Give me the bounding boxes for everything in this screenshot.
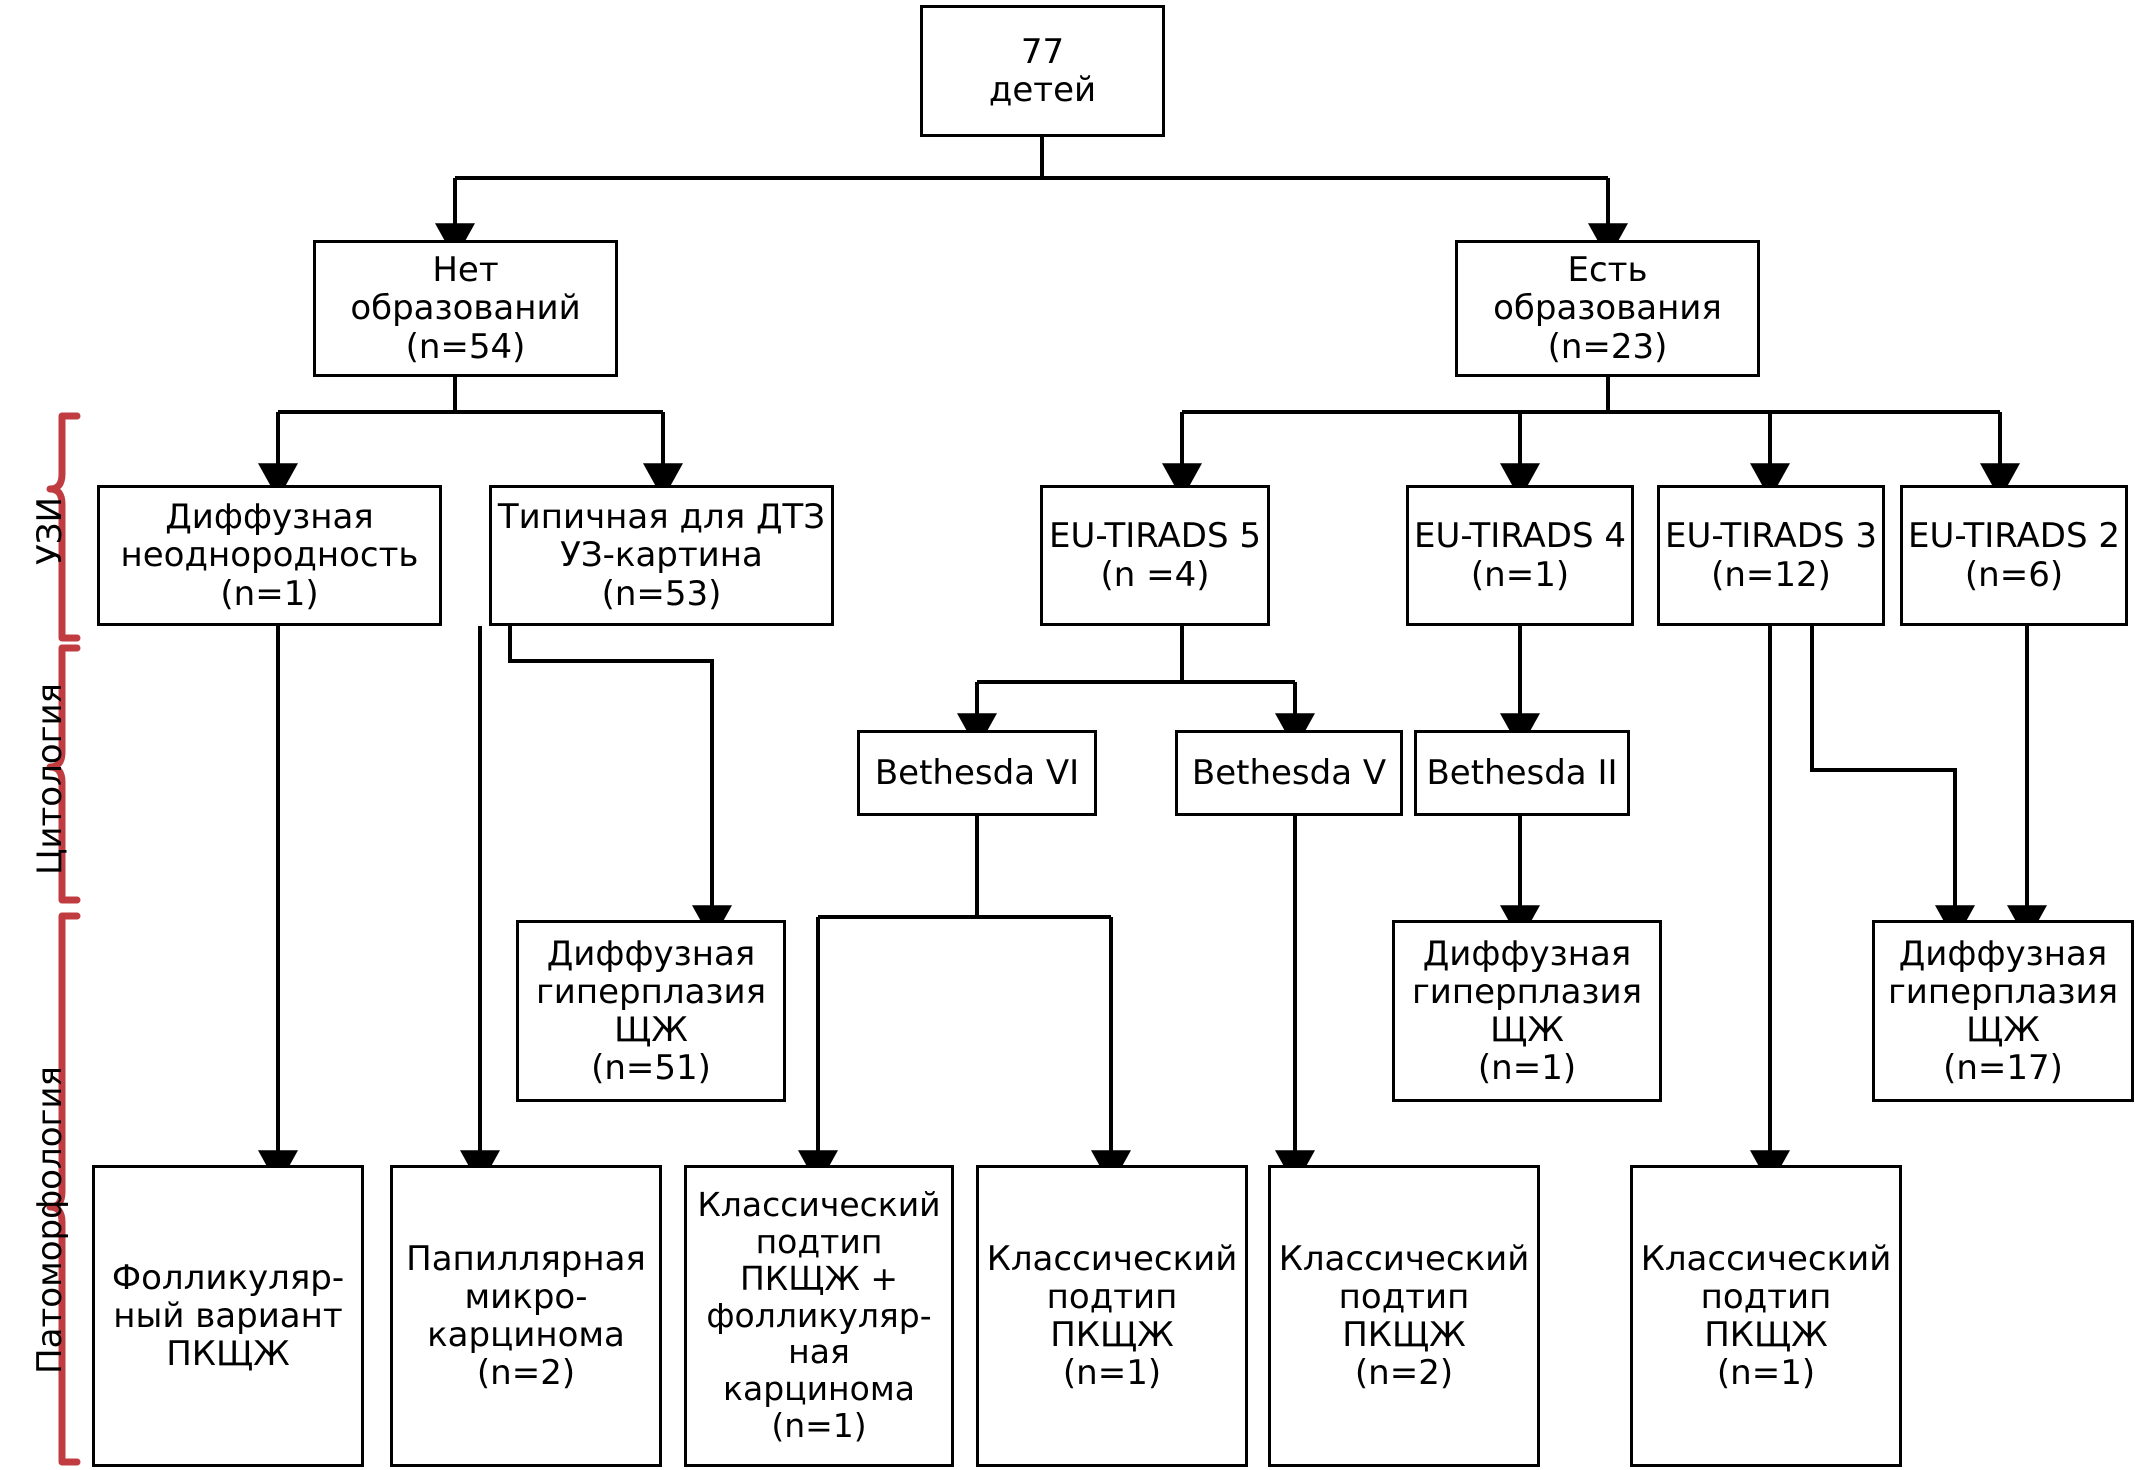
node-root[interactable]: 77 детей	[920, 5, 1165, 137]
node-classic-pkshzh-1a[interactable]: Классический подтип ПКЩЖ (n=1)	[976, 1165, 1248, 1467]
lane-label-cytology: Цитология	[30, 682, 70, 876]
node-follicular-variant[interactable]: Фолликуляр- ный вариант ПКЩЖ	[92, 1165, 364, 1467]
node-eu-tirads-2[interactable]: EU-TIRADS 2 (n=6)	[1900, 485, 2128, 626]
node-bethesda-6[interactable]: Bethesda VI	[857, 730, 1097, 816]
node-hyperplasia-51[interactable]: Диффузная гиперплазия ЩЖ (n=51)	[516, 920, 786, 1102]
node-eu-tirads-4[interactable]: EU-TIRADS 4 (n=1)	[1406, 485, 1634, 626]
node-typical-dtz[interactable]: Типичная для ДТЗ УЗ-картина (n=53)	[489, 485, 834, 626]
node-eu-tirads-5[interactable]: EU-TIRADS 5 (n =4)	[1040, 485, 1270, 626]
node-diffuse-heterogeneity[interactable]: Диффузная неоднородность (n=1)	[97, 485, 442, 626]
node-classic-pkshzh-1b[interactable]: Классический подтип ПКЩЖ (n=1)	[1630, 1165, 1902, 1467]
lane-braces	[46, 412, 81, 1466]
node-classic-plus-follicular[interactable]: Классический подтип ПКЩЖ + фолликуляр- н…	[684, 1165, 954, 1467]
node-hyperplasia-17[interactable]: Диффузная гиперплазия ЩЖ (n=17)	[1872, 920, 2134, 1102]
lane-label-pathomorphology: Патоморфология	[30, 1066, 70, 1374]
node-bethesda-5[interactable]: Bethesda V	[1175, 730, 1403, 816]
node-no-lesions[interactable]: Нет образований (n=54)	[313, 240, 618, 377]
node-classic-pkshzh-2[interactable]: Классический подтип ПКЩЖ (n=2)	[1268, 1165, 1540, 1467]
node-hyperplasia-1[interactable]: Диффузная гиперплазия ЩЖ (n=1)	[1392, 920, 1662, 1102]
node-bethesda-2[interactable]: Bethesda II	[1414, 730, 1630, 816]
node-eu-tirads-3[interactable]: EU-TIRADS 3 (n=12)	[1657, 485, 1885, 626]
lane-label-uzi: УЗИ	[30, 497, 70, 565]
node-papillary-microcarcinoma[interactable]: Папиллярная микро- карцинома (n=2)	[390, 1165, 662, 1467]
node-has-lesions[interactable]: Есть образования (n=23)	[1455, 240, 1760, 377]
